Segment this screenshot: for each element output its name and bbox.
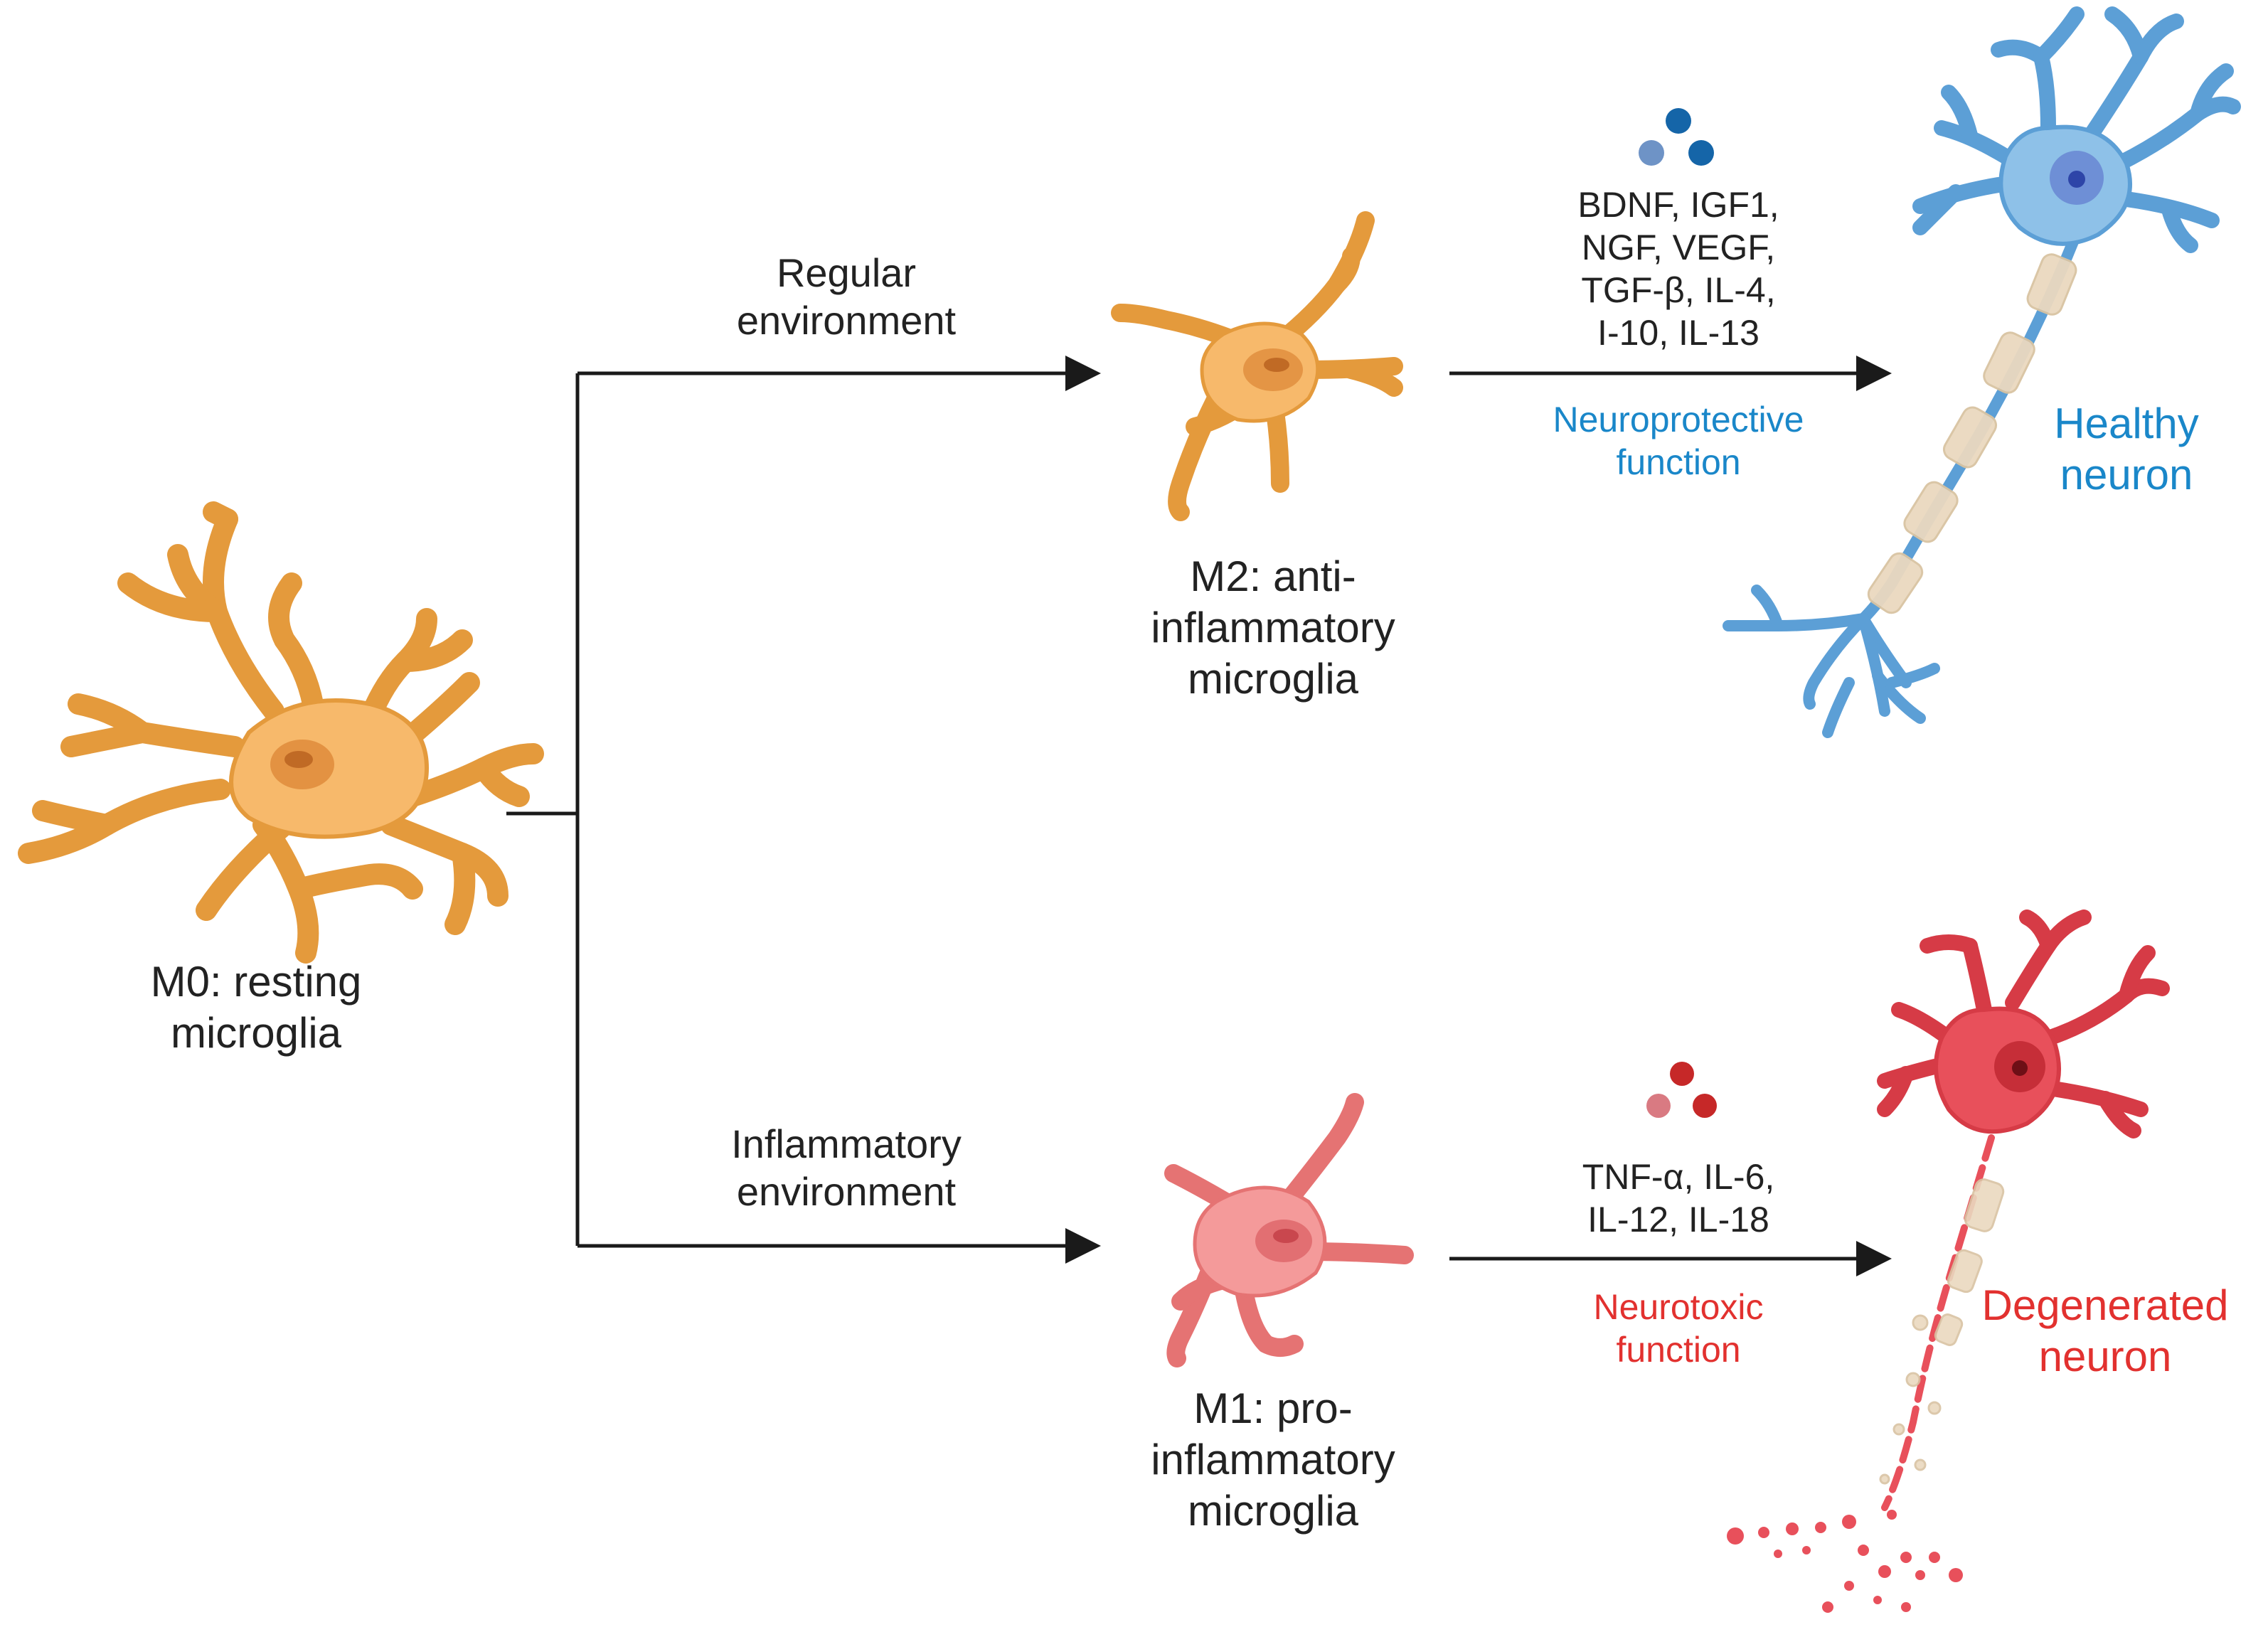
- m2-cytokines-label: BDNF, IGF1, NGF, VEGF, TGF-β, IL-4, I-10…: [1501, 183, 1856, 354]
- m0-label-line-2: microglia: [170, 1009, 342, 1057]
- m0-resting-microglia-icon: [18, 501, 544, 964]
- m2-cytokines-line-4: I-10, IL-13: [1597, 313, 1759, 353]
- neuroprotective-line-1: Neuroprotective: [1553, 400, 1804, 439]
- m1-label-line-2: inflammatory: [1151, 1436, 1395, 1483]
- m1-label: M1: pro- inflammatory microglia: [1088, 1383, 1458, 1537]
- healthy-neuron-line-2: neuron: [2060, 451, 2193, 498]
- neurotoxic-line-1: Neurotoxic: [1593, 1287, 1764, 1327]
- degenerated-neuron-icon: [1727, 910, 2170, 1613]
- degenerated-neuron-line-1: Degenerated: [1981, 1281, 2229, 1329]
- m0-label-line-1: M0: resting: [150, 958, 362, 1006]
- healthy-neuron-label: Healthy neuron: [1984, 398, 2268, 501]
- healthy-neuron-line-1: Healthy: [2054, 400, 2199, 447]
- neuroprotective-function-label: Neuroprotective function: [1465, 398, 1892, 484]
- degenerated-neuron-line-2: neuron: [2038, 1333, 2172, 1380]
- neurotoxic-line-2: function: [1616, 1330, 1741, 1370]
- m2-anti-inflammatory-microglia-icon: [1111, 211, 1403, 521]
- regular-env-line-2: environment: [736, 298, 957, 343]
- inflammatory-env-line-1: Inflammatory: [731, 1121, 962, 1166]
- m2-label-line-2: inflammatory: [1151, 604, 1395, 651]
- m1-pro-inflammatory-microglia-icon: [1164, 1093, 1414, 1367]
- m2-cytokine-molecules-icon: [1639, 108, 1714, 166]
- regular-env-line-1: Regular: [776, 250, 917, 295]
- m2-label-line-3: microglia: [1187, 655, 1359, 703]
- m2-cytokines-line-2: NGF, VEGF,: [1581, 228, 1776, 267]
- m0-label: M0: resting microglia: [71, 956, 441, 1059]
- m1-label-line-1: M1: pro-: [1193, 1385, 1353, 1432]
- m2-label-line-1: M2: anti-: [1190, 553, 1356, 600]
- m1-cytokines-label: TNF-α, IL-6, IL-12, IL-18: [1501, 1156, 1856, 1241]
- m2-cytokines-line-1: BDNF, IGF1,: [1577, 185, 1779, 225]
- m2-label: M2: anti- inflammatory microglia: [1088, 551, 1458, 705]
- inflammatory-environment-label: Inflammatory environment: [669, 1120, 1024, 1215]
- neuroprotective-line-2: function: [1616, 442, 1741, 482]
- inflammatory-env-line-2: environment: [736, 1169, 957, 1215]
- degenerated-neuron-label: Degenerated neuron: [1949, 1280, 2262, 1382]
- m1-cytokines-line-2: IL-12, IL-18: [1587, 1200, 1769, 1239]
- branch-connector: [506, 356, 1892, 1276]
- healthy-neuron-icon: [1723, 6, 2241, 738]
- m1-label-line-3: microglia: [1187, 1487, 1359, 1535]
- m1-cytokine-molecules-icon: [1646, 1062, 1717, 1118]
- m2-cytokines-line-3: TGF-β, IL-4,: [1581, 270, 1776, 310]
- m1-cytokines-line-1: TNF-α, IL-6,: [1582, 1157, 1775, 1197]
- neurotoxic-function-label: Neurotoxic function: [1465, 1286, 1892, 1371]
- regular-environment-label: Regular environment: [669, 249, 1024, 344]
